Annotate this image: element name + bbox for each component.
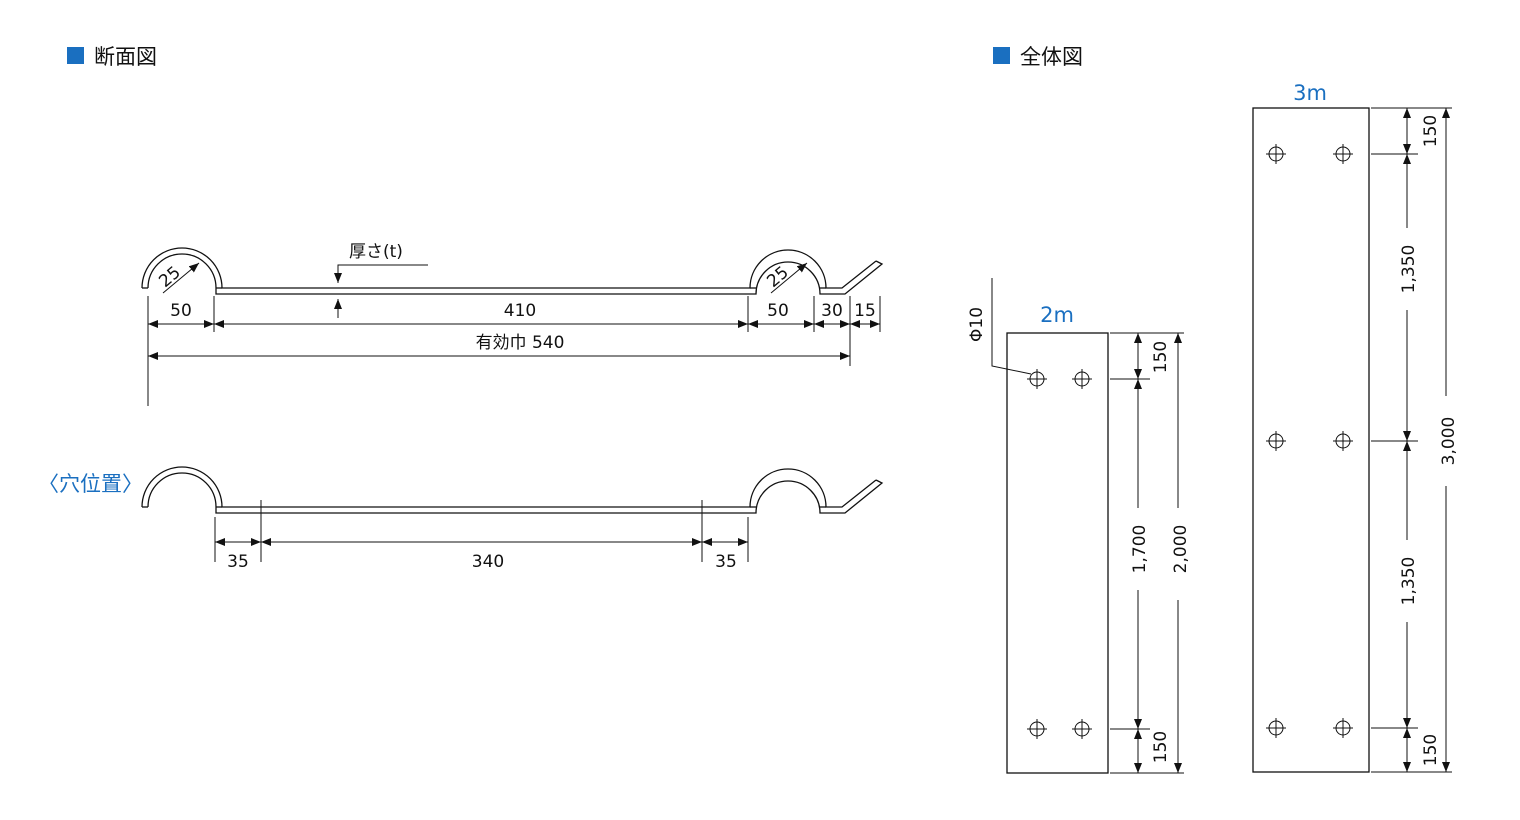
panel-2m-extension-lines (1110, 332, 1184, 774)
panel-3m-label: 3m (1293, 81, 1327, 105)
bolt-hole-symbol (1072, 719, 1092, 739)
bolt-hole-symbol (1333, 718, 1353, 738)
cross-section-profile (141, 247, 884, 295)
cross-section-title: 断面図 (94, 45, 157, 69)
bolt-hole-symbol (1266, 431, 1286, 451)
dim-label: 150 (1151, 341, 1171, 373)
dim-label: 150 (1151, 731, 1171, 763)
radius-arrow-left (162, 262, 200, 294)
dim-label: 35 (227, 552, 249, 572)
dim-label: 30 (821, 301, 843, 321)
panel-3m (1252, 107, 1370, 773)
thickness-label: 厚さ(t) (349, 242, 403, 262)
dim-label: 410 (504, 301, 536, 321)
dim-label: 2,000 (1171, 525, 1191, 574)
radius-label-right: 25 (763, 263, 792, 292)
dim-label: 35 (715, 552, 737, 572)
dim-label: 15 (854, 301, 876, 321)
dim-label: 1,350 (1399, 557, 1419, 606)
hole-diameter-leader (991, 278, 1032, 375)
radius-label-left: 25 (155, 263, 184, 292)
hole-diameter-label: Φ10 (967, 307, 987, 342)
dim-label: 150 (1421, 734, 1441, 766)
section-marker-square (67, 47, 84, 64)
dim-label: 50 (170, 301, 192, 321)
dim-label: 1,700 (1130, 525, 1150, 574)
bolt-hole-symbol (1027, 369, 1047, 389)
dim-label: 3,000 (1439, 417, 1459, 466)
dim-label: 50 (767, 301, 789, 321)
effective-width-label: 有効巾 540 (476, 333, 565, 353)
dim-label: 1,350 (1399, 245, 1419, 294)
panel-2m-dimensions (1134, 333, 1182, 773)
panel-2m-label: 2m (1040, 303, 1074, 327)
bolt-hole-symbol (1072, 369, 1092, 389)
thickness-leader (334, 264, 428, 318)
dim-label: 150 (1421, 115, 1441, 147)
panel-2m (1006, 332, 1109, 774)
hole-position-title: 〈穴位置〉 (38, 472, 143, 496)
radius-arrow-right (770, 262, 808, 294)
bolt-hole-symbol (1266, 144, 1286, 164)
dim-label: 340 (472, 552, 504, 572)
panel-3m-dimensions (1403, 108, 1450, 772)
bolt-hole-symbol (1333, 144, 1353, 164)
bolt-hole-symbol (1333, 431, 1353, 451)
overall-title: 全体図 (1020, 45, 1083, 69)
bolt-hole-symbol (1266, 718, 1286, 738)
hole-position-profile (141, 466, 884, 514)
hole-marks (260, 500, 703, 518)
bolt-hole-symbol (1027, 719, 1047, 739)
section-marker-square (993, 47, 1010, 64)
